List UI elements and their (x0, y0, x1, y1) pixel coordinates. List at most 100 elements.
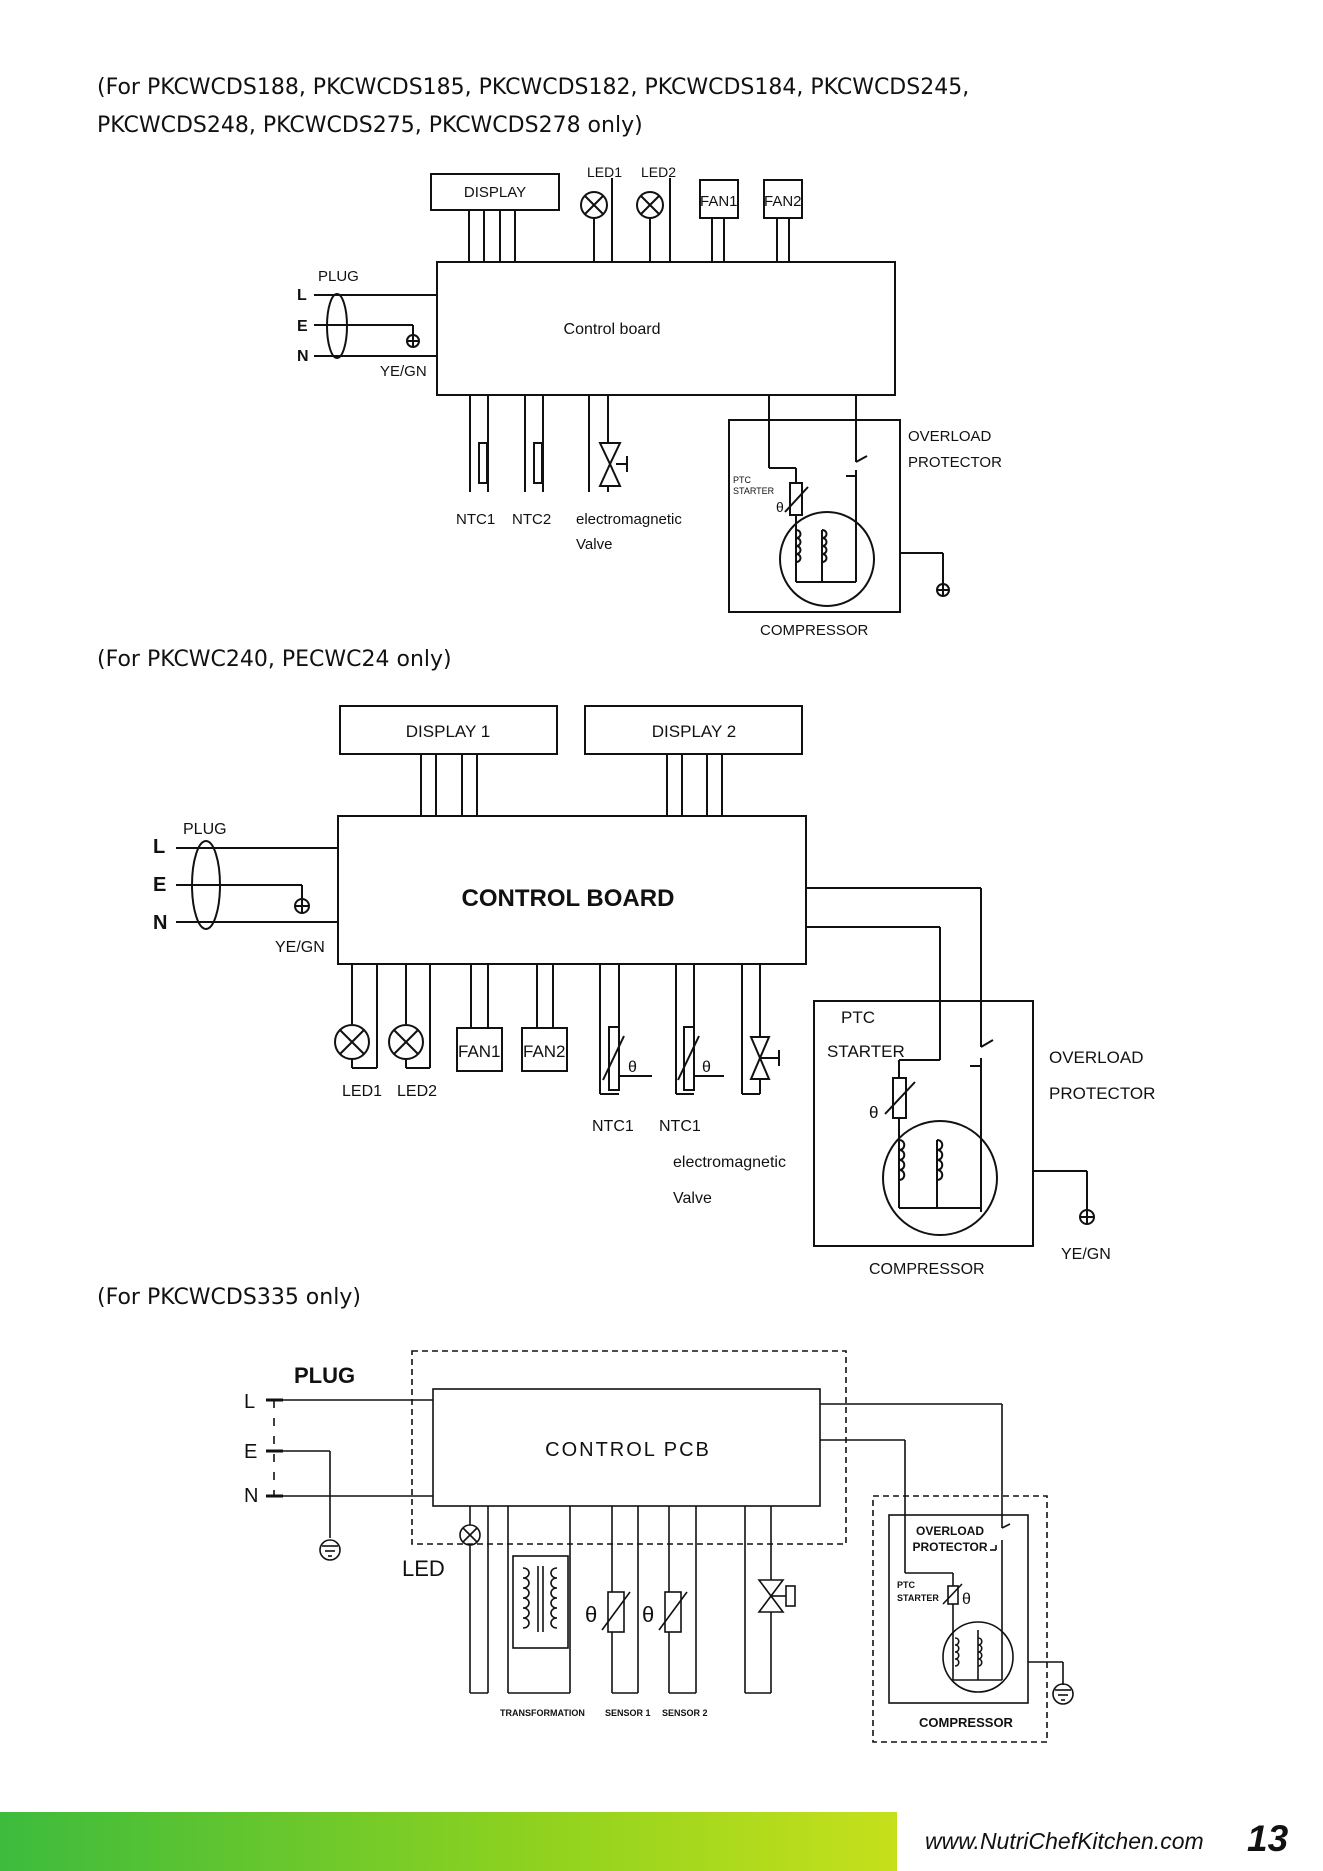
fan2-box (521, 1027, 568, 1072)
overload-protector-symbol (970, 1039, 994, 1212)
compressor-motor-symbol (882, 1120, 998, 1236)
ntc-b-sensor (675, 964, 724, 1095)
electromagnetic-valve-symbol (588, 395, 628, 492)
plug-e-label: E (244, 1441, 257, 1463)
led-label: LED (402, 1556, 445, 1581)
plug-ground-symbol (406, 334, 420, 348)
fan1-label: FAN1 (700, 193, 738, 210)
fan1-label: FAN1 (458, 1042, 501, 1061)
control-pcb-box (432, 1388, 821, 1507)
pcb-dashed-enclosure (411, 1350, 847, 1545)
transformation-label: TRANSFORMATION (500, 1708, 585, 1718)
compressor-yegn-label: YE/GN (1061, 1246, 1111, 1263)
page-number: 13 (1247, 1818, 1289, 1859)
ntc1-label: NTC1 (456, 511, 495, 528)
ptc-label-line1: PTC (733, 475, 752, 485)
electromagnetic-valve-symbol (741, 964, 780, 1095)
plug-l-label: L (153, 836, 165, 858)
led2-label: LED2 (641, 164, 676, 180)
sensor1-theta: θ (585, 1602, 597, 1627)
ntc-b-label: NTC1 (659, 1118, 701, 1135)
compressor-label: COMPRESSOR (919, 1715, 1014, 1730)
plug-yegn-label: YE/GN (275, 939, 325, 956)
ptc-starter-symbol (784, 482, 809, 516)
sensor2-label: SENSOR 2 (662, 1708, 708, 1718)
sensor2-theta: θ (642, 1602, 654, 1627)
starter-label: STARTER (827, 1042, 905, 1061)
compressor-ground-symbol (1052, 1683, 1074, 1705)
overload-label: OVERLOAD (1049, 1048, 1143, 1067)
ntc-a-sensor (599, 964, 652, 1095)
ptc-label: PTC (841, 1008, 875, 1027)
ntc1-sensor (469, 395, 489, 492)
valve-label-line1: electromagnetic (576, 511, 682, 528)
compressor-box (813, 1000, 1034, 1247)
wiring-diagram-1: DISPLAY LED1 LED2 FAN1 FAN2 Control boar… (297, 164, 1002, 639)
plug-l-label: L (297, 287, 307, 304)
display-box (430, 173, 560, 211)
fan1-box (456, 1027, 503, 1072)
wiring-diagram-3: CONTROL PCB PLUG L E N LED TR (244, 1350, 1074, 1743)
led1-label: LED1 (342, 1083, 382, 1100)
led2-lamp (636, 178, 671, 262)
footer-accent-bar (0, 1812, 897, 1871)
ptc-starter-symbol (884, 1077, 916, 1119)
ptc-theta-label: θ (776, 499, 784, 515)
control-board-box (436, 261, 896, 396)
control-pcb-label: CONTROL PCB (545, 1439, 711, 1461)
plug-label: PLUG (294, 1363, 355, 1388)
valve-label-line2: Valve (673, 1190, 712, 1207)
fan2-box (763, 179, 803, 219)
led2-label: LED2 (397, 1083, 437, 1100)
transformer-symbol (507, 1506, 571, 1694)
display2-box (584, 705, 803, 755)
protector-label: PROTECTOR (1049, 1084, 1155, 1103)
fan2-label: FAN2 (764, 193, 802, 210)
plug-e-label: E (297, 318, 308, 335)
ptc-label-line2: STARTER (733, 486, 775, 496)
plug-label: PLUG (318, 268, 359, 285)
ptc-theta-label: θ (869, 1103, 878, 1122)
valve-label-line2: Valve (576, 536, 612, 553)
ntc-a-label: NTC1 (592, 1118, 634, 1135)
wiring-diagram-2: DISPLAY 1 DISPLAY 2 CONTROL BOARD PLUG L… (153, 705, 1155, 1278)
plug-ground-symbol (294, 898, 310, 914)
compressor-ground-symbol (1079, 1209, 1095, 1225)
compressor-ground-symbol (936, 583, 950, 597)
led1-lamp (334, 964, 378, 1069)
control-board-label: CONTROL BOARD (462, 885, 675, 912)
compressor-box (728, 419, 901, 613)
plug-n-label: N (297, 348, 309, 365)
plug-e-label: E (153, 874, 166, 896)
overload-label-line2: PROTECTOR (908, 454, 1002, 471)
sensor1-label: SENSOR 1 (605, 1708, 651, 1718)
starter-label: STARTER (897, 1593, 939, 1603)
ntc2-sensor (524, 395, 544, 492)
led2-lamp (388, 964, 431, 1069)
compressor-motor-symbol (942, 1621, 1014, 1693)
overload-protector-symbol (846, 455, 868, 582)
overload-label-line1: OVERLOAD (908, 428, 992, 445)
led1-lamp (580, 178, 613, 262)
plug-ground-symbol (319, 1539, 341, 1561)
ntc2-label: NTC2 (512, 511, 551, 528)
control-board-box (337, 815, 807, 965)
compressor-label: COMPRESSOR (869, 1261, 985, 1278)
compressor-motor-symbol (779, 511, 875, 607)
section1-heading-line2: PKCWCDS248, PKCWCDS275, PKCWCDS278 only) (97, 113, 643, 138)
plug-n-label: N (244, 1485, 258, 1507)
plug-l-label: L (244, 1391, 255, 1413)
section1-heading-line1: (For PKCWCDS188, PKCWCDS185, PKCWCDS182,… (97, 75, 970, 100)
ptc-starter-symbol (905, 1572, 963, 1680)
overload-label-line1: OVERLOAD (916, 1524, 984, 1538)
valve-symbol (744, 1506, 796, 1694)
display-label: DISPLAY (464, 184, 526, 201)
display1-box (339, 705, 558, 755)
plug-label: PLUG (183, 821, 227, 838)
ptc-theta-label: θ (962, 1591, 971, 1608)
compressor-label: COMPRESSOR (760, 622, 869, 639)
display1-label: DISPLAY 1 (406, 722, 490, 741)
fan2-label: FAN2 (523, 1042, 566, 1061)
valve-label-line1: electromagnetic (673, 1154, 786, 1171)
